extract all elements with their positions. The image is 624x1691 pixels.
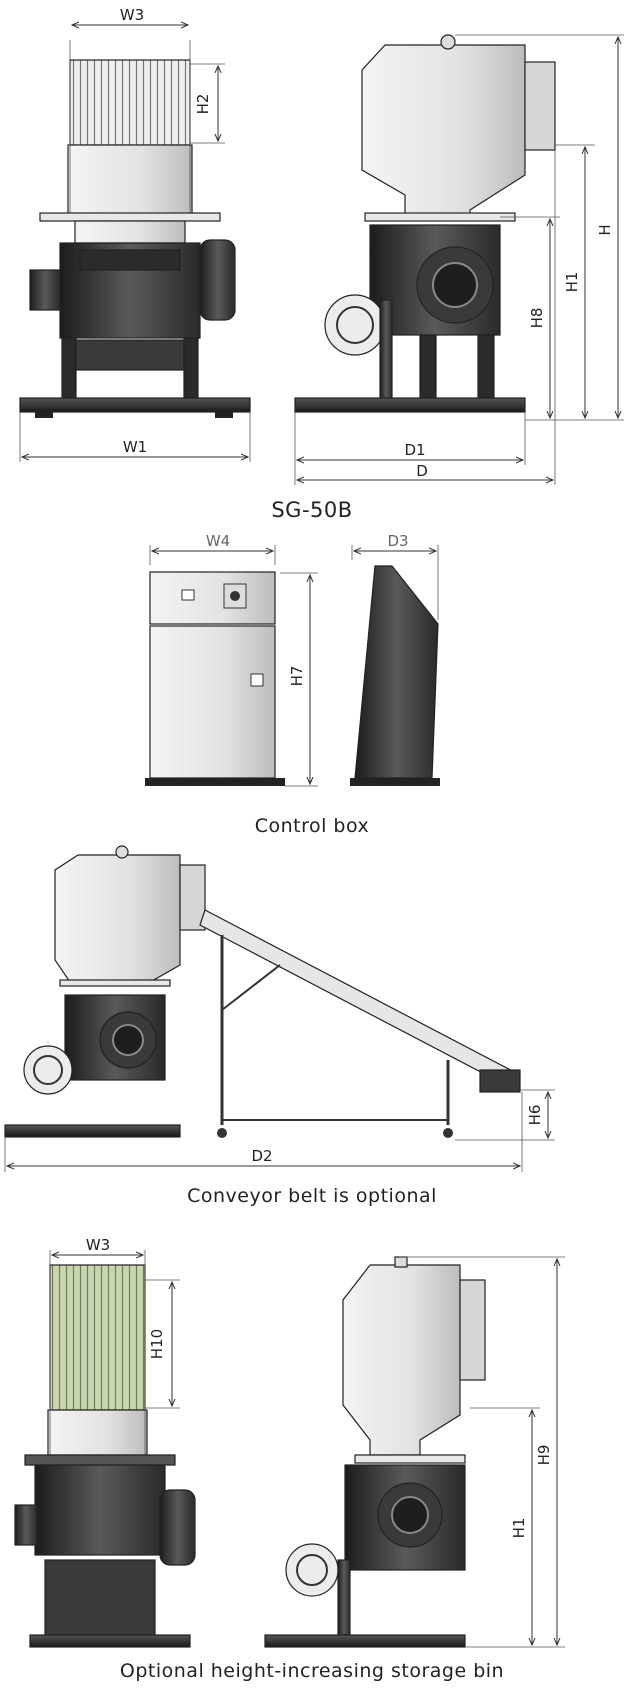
sg50b-side-view <box>294 34 556 413</box>
caption-conveyor: Conveyor belt is optional <box>187 1185 437 1207</box>
conveyor-machine-view <box>4 845 206 1138</box>
storage-bin-front-view <box>14 1250 196 1648</box>
caption-storage-bin: Optional height-increasing storage bin <box>119 1660 505 1682</box>
dim-w4-label: W4 <box>206 532 230 550</box>
dim-h9-label: H9 <box>535 1445 553 1466</box>
dim-h7-label: H7 <box>288 666 306 687</box>
dim-d2-label: D2 <box>251 1147 272 1165</box>
dim-h2-label: H2 <box>194 94 212 115</box>
control-box-side-view <box>350 565 440 786</box>
storage-bin-side-view <box>264 1256 486 1648</box>
conveyor-belt <box>199 909 521 1138</box>
dim-d3-label: D3 <box>387 532 408 550</box>
dim-w1-label: W1 <box>123 438 147 456</box>
control-box-front-view <box>145 571 285 786</box>
dim-h1-label: H1 <box>563 272 581 293</box>
dim-h6-label: H6 <box>526 1105 544 1126</box>
dim-d1-label: D1 <box>404 441 425 459</box>
dim-h-label: H <box>596 224 614 235</box>
dim-w3-label: W3 <box>120 6 144 24</box>
caption-sg50b: SG-50B <box>271 498 353 522</box>
dim-h10-label: H10 <box>148 1329 166 1359</box>
dim-h1-bin-label: H1 <box>510 1518 528 1539</box>
dim-d-label: D <box>416 462 428 480</box>
sg50b-front-view <box>19 40 251 418</box>
dim-h8-label: H8 <box>528 308 546 329</box>
caption-control-box: Control box <box>254 815 370 837</box>
dim-w3-bin-label: W3 <box>86 1236 110 1254</box>
